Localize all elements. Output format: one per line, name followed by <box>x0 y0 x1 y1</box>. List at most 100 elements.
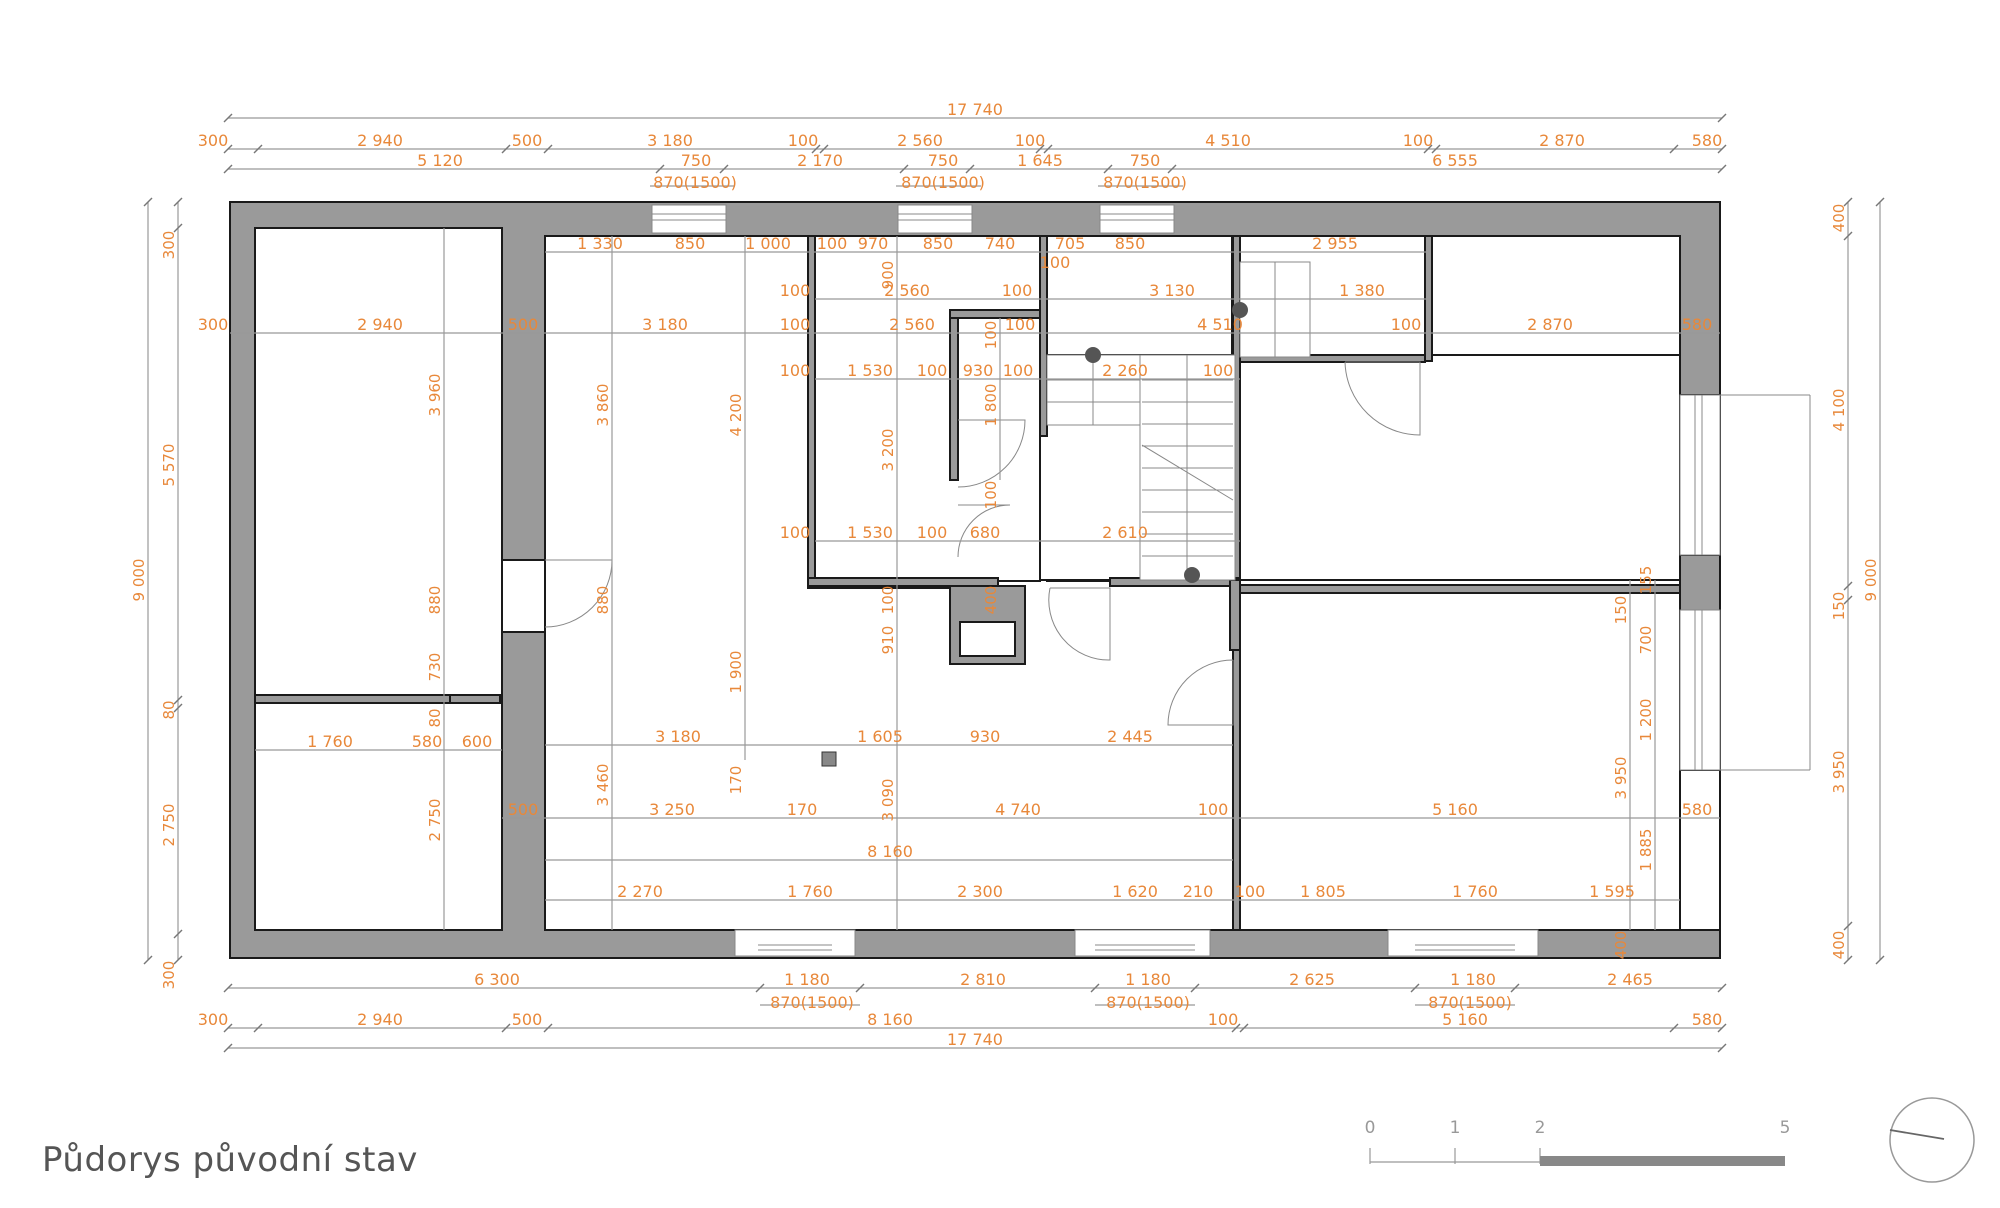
svg-text:100: 100 <box>780 523 811 542</box>
svg-text:2 170: 2 170 <box>797 151 843 170</box>
dimension-lines-bottom <box>223 983 1727 1053</box>
svg-text:3 200: 3 200 <box>879 429 897 472</box>
svg-text:4 740: 4 740 <box>995 800 1041 819</box>
svg-text:6 555: 6 555 <box>1432 151 1478 170</box>
svg-text:1 530: 1 530 <box>847 361 893 380</box>
svg-text:1 800: 1 800 <box>982 384 1000 427</box>
svg-text:100: 100 <box>1002 281 1033 300</box>
svg-text:9 000: 9 000 <box>1862 559 1880 602</box>
svg-text:600: 600 <box>462 732 493 751</box>
svg-text:870(1500): 870(1500) <box>653 173 737 192</box>
svg-text:2 465: 2 465 <box>1607 970 1653 989</box>
dimension-text: 17 740 300 2 940 500 3 180 100 2 560 100… <box>130 100 1880 1049</box>
svg-text:2 870: 2 870 <box>1527 315 1573 334</box>
scale-bar: 0 1 2 5 <box>1365 1118 1791 1166</box>
svg-text:300: 300 <box>198 1010 229 1029</box>
stairs <box>821 261 1311 767</box>
svg-text:3 180: 3 180 <box>642 315 688 334</box>
svg-text:8 160: 8 160 <box>867 1010 913 1029</box>
svg-text:870(1500): 870(1500) <box>1428 993 1512 1012</box>
svg-text:100: 100 <box>1203 361 1234 380</box>
svg-text:750: 750 <box>928 151 959 170</box>
svg-text:580: 580 <box>1682 800 1713 819</box>
svg-text:500: 500 <box>508 315 539 334</box>
svg-text:400: 400 <box>1612 931 1630 960</box>
svg-text:930: 930 <box>970 727 1001 746</box>
svg-text:300: 300 <box>160 231 178 260</box>
svg-text:100: 100 <box>788 131 819 150</box>
svg-text:300: 300 <box>198 315 229 334</box>
svg-text:100: 100 <box>1235 882 1266 901</box>
dim-top-total: 17 740 <box>947 100 1003 119</box>
svg-text:580: 580 <box>1682 315 1713 334</box>
svg-text:400: 400 <box>1830 931 1848 960</box>
svg-text:300: 300 <box>160 961 178 990</box>
svg-text:3 950: 3 950 <box>1830 751 1848 794</box>
svg-text:1 605: 1 605 <box>857 727 903 746</box>
svg-text:2 560: 2 560 <box>884 281 930 300</box>
svg-text:1 760: 1 760 <box>787 882 833 901</box>
svg-text:8 160: 8 160 <box>867 842 913 861</box>
svg-text:100: 100 <box>1391 315 1422 334</box>
svg-text:0: 0 <box>1365 1118 1376 1138</box>
svg-text:1 760: 1 760 <box>307 732 353 751</box>
svg-text:5 160: 5 160 <box>1442 1010 1488 1029</box>
svg-text:1 200: 1 200 <box>1637 699 1655 742</box>
svg-text:740: 740 <box>985 234 1016 253</box>
svg-text:100: 100 <box>879 586 897 615</box>
svg-text:2 870: 2 870 <box>1539 131 1585 150</box>
svg-text:2 445: 2 445 <box>1107 727 1153 746</box>
svg-text:680: 680 <box>970 523 1001 542</box>
svg-text:300: 300 <box>198 131 229 150</box>
svg-text:100: 100 <box>780 315 811 334</box>
svg-text:2 940: 2 940 <box>357 315 403 334</box>
svg-text:100: 100 <box>1003 361 1034 380</box>
svg-text:17 740: 17 740 <box>947 1030 1003 1049</box>
svg-text:100: 100 <box>982 321 1000 350</box>
svg-text:5 160: 5 160 <box>1432 800 1478 819</box>
svg-text:870(1500): 870(1500) <box>1106 993 1190 1012</box>
svg-text:3 250: 3 250 <box>649 800 695 819</box>
svg-text:5: 5 <box>1780 1118 1791 1138</box>
dimension-lines-sides <box>143 197 1885 965</box>
svg-text:2 560: 2 560 <box>889 315 935 334</box>
svg-text:4 200: 4 200 <box>727 394 745 437</box>
svg-text:1 885: 1 885 <box>1637 829 1655 872</box>
svg-text:3 130: 3 130 <box>1149 281 1195 300</box>
svg-text:100: 100 <box>917 523 948 542</box>
svg-text:100: 100 <box>780 361 811 380</box>
svg-text:500: 500 <box>512 131 543 150</box>
svg-text:1 180: 1 180 <box>784 970 830 989</box>
svg-text:900: 900 <box>879 261 897 290</box>
svg-text:100: 100 <box>817 234 848 253</box>
svg-text:210: 210 <box>1183 882 1214 901</box>
svg-text:2 270: 2 270 <box>617 882 663 901</box>
svg-text:1 180: 1 180 <box>1450 970 1496 989</box>
svg-text:1 180: 1 180 <box>1125 970 1171 989</box>
svg-text:100: 100 <box>982 481 1000 510</box>
svg-text:3 180: 3 180 <box>655 727 701 746</box>
north-arrow-icon <box>1889 1097 1975 1183</box>
svg-text:100: 100 <box>1198 800 1229 819</box>
svg-text:80: 80 <box>426 708 444 727</box>
svg-text:850: 850 <box>923 234 954 253</box>
svg-text:100: 100 <box>780 281 811 300</box>
svg-text:930: 930 <box>963 361 994 380</box>
svg-text:2 810: 2 810 <box>960 970 1006 989</box>
svg-text:4 100: 4 100 <box>1830 389 1848 432</box>
svg-text:2 750: 2 750 <box>160 804 178 847</box>
svg-text:2 260: 2 260 <box>1102 361 1148 380</box>
rooms <box>254 227 1681 931</box>
svg-text:3 950: 3 950 <box>1612 757 1630 800</box>
room-left-top <box>254 227 503 696</box>
svg-text:6 300: 6 300 <box>474 970 520 989</box>
svg-text:1 760: 1 760 <box>1452 882 1498 901</box>
partition-walls <box>254 235 1681 931</box>
svg-text:4 510: 4 510 <box>1197 315 1243 334</box>
svg-text:1 595: 1 595 <box>1589 882 1635 901</box>
svg-text:400: 400 <box>982 586 1000 615</box>
svg-text:2 940: 2 940 <box>357 1010 403 1029</box>
svg-text:1 530: 1 530 <box>847 523 893 542</box>
svg-text:1 330: 1 330 <box>577 234 623 253</box>
